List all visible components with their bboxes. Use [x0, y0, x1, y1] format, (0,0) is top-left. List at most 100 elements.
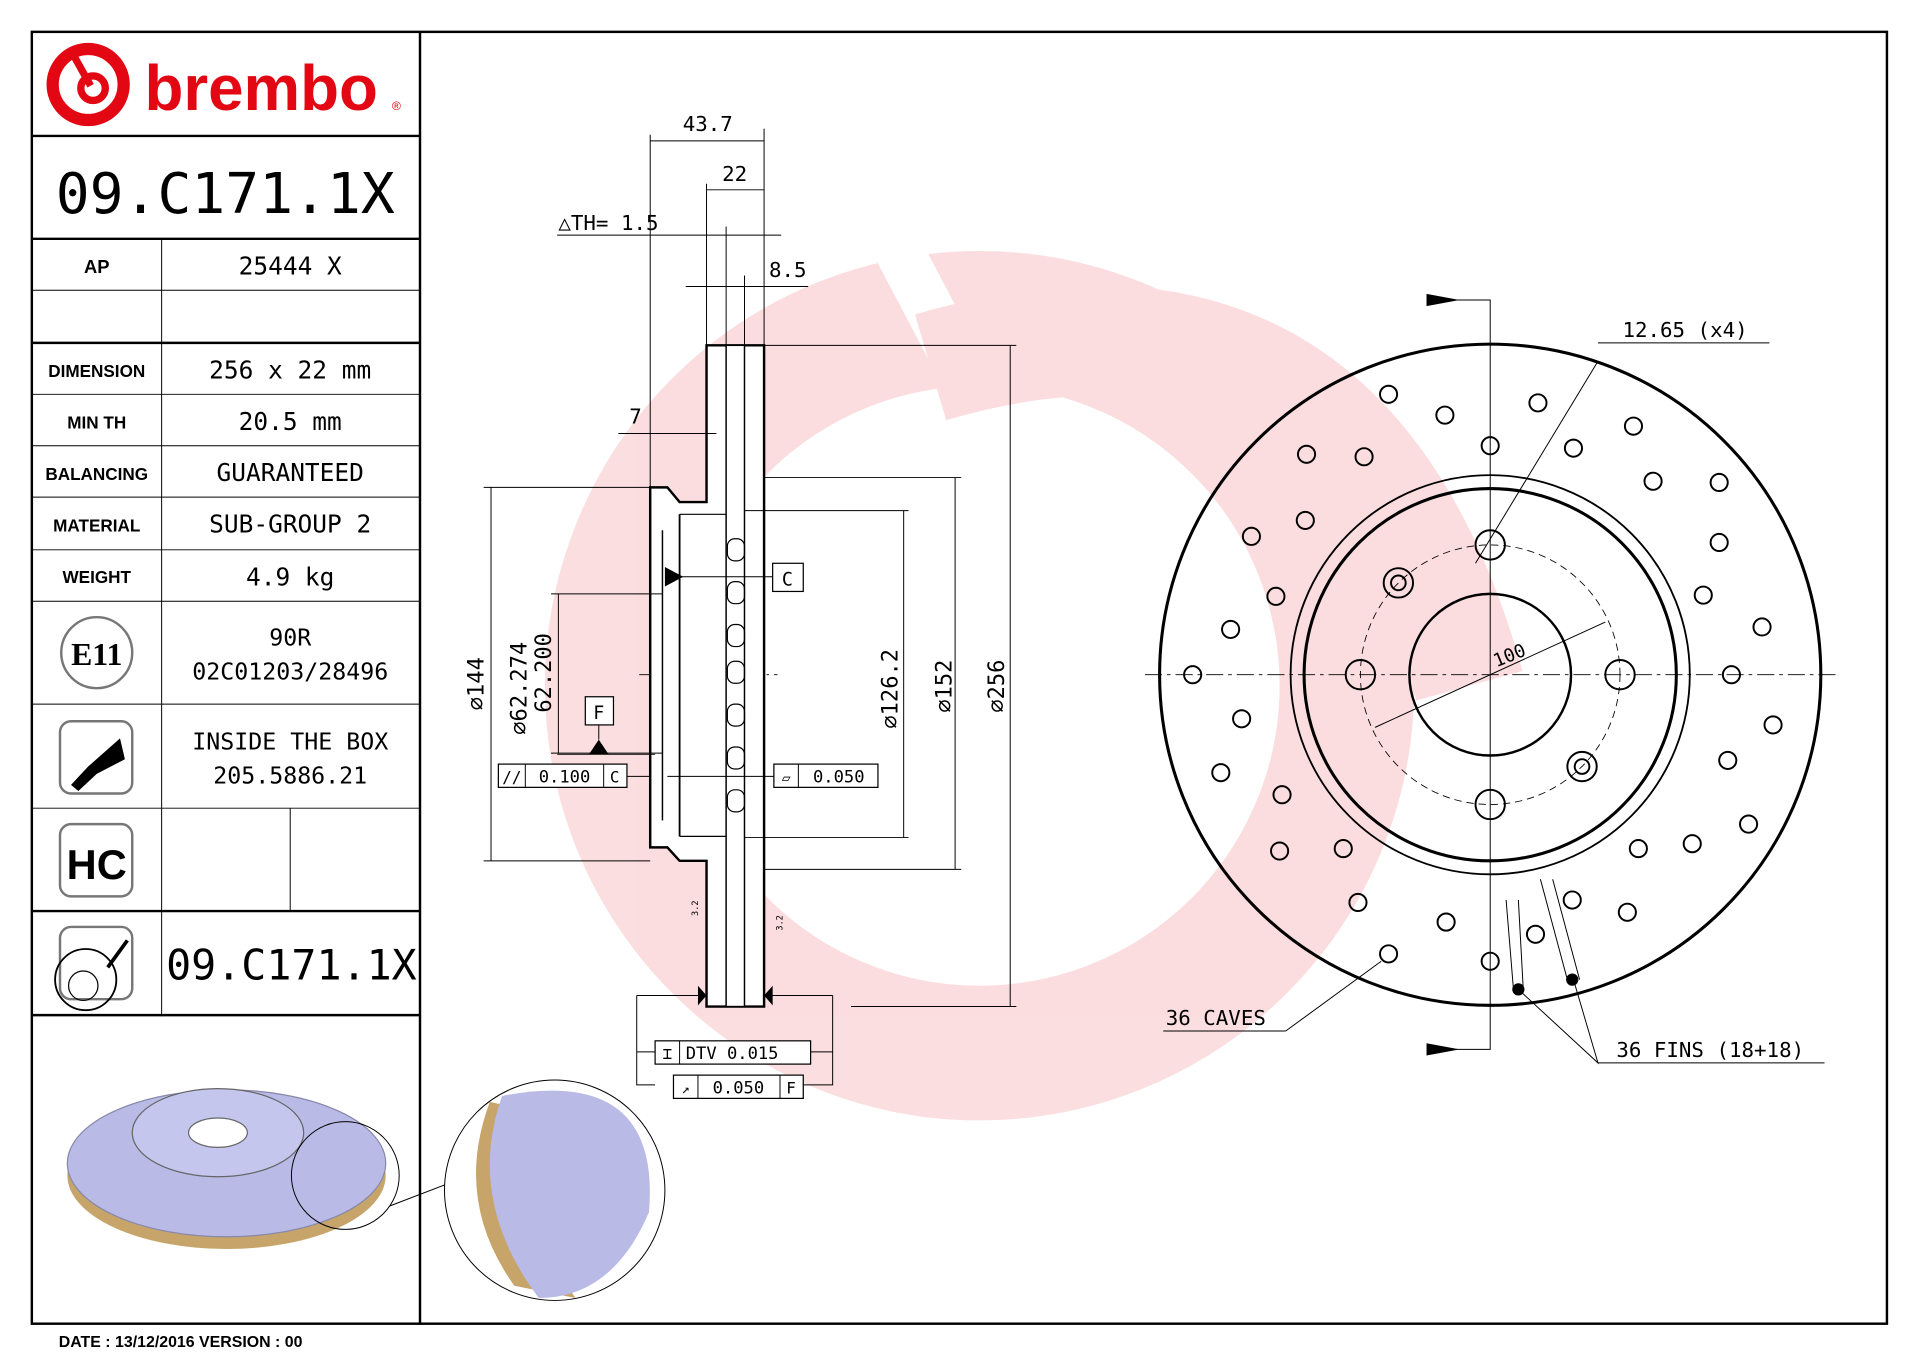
spec-row-ap: AP 25444 X	[84, 251, 342, 280]
disc-3d-render	[66, 1087, 454, 1249]
cave-hole	[1272, 785, 1292, 805]
svg-text:43.7: 43.7	[683, 112, 733, 136]
svg-text:62.200: 62.200	[532, 633, 557, 713]
svg-text:256 x 22 mm: 256 x 22 mm	[209, 355, 371, 384]
svg-text:F: F	[593, 703, 604, 724]
svg-text:0.050: 0.050	[713, 1078, 765, 1098]
svg-text:C: C	[610, 767, 620, 786]
svg-text:3.2: 3.2	[691, 900, 701, 915]
cave-hole	[1709, 532, 1729, 553]
section-view: 43.7 22 △TH= 1.5 8.5 7 ⌀144 ⌀62.274 62.2…	[465, 112, 1017, 1099]
cave-hole	[1643, 471, 1663, 491]
svg-text:INSIDE THE BOX: INSIDE THE BOX	[192, 728, 388, 755]
svg-text:F: F	[786, 1078, 796, 1097]
svg-text:△TH= 1.5: △TH= 1.5	[558, 211, 658, 235]
cave-hole	[1379, 944, 1399, 964]
cave-hole	[1211, 763, 1231, 783]
cave-hole	[1379, 384, 1399, 404]
svg-text:C: C	[782, 569, 793, 590]
cave-hole	[1435, 405, 1455, 425]
screw-icon	[58, 720, 134, 795]
svg-text:⌀152: ⌀152	[932, 660, 957, 713]
svg-text:205.5886.21: 205.5886.21	[213, 763, 367, 790]
drilled-caves	[1183, 384, 1783, 971]
svg-text:⌶: ⌶	[663, 1044, 673, 1063]
flatness-tolerance: ▱ 0.050	[667, 763, 879, 788]
svg-text:8.5: 8.5	[769, 258, 807, 282]
datum-f: F	[557, 696, 656, 755]
cave-hole	[1721, 665, 1741, 685]
svg-text:SUB-GROUP 2: SUB-GROUP 2	[209, 510, 371, 539]
cave-hole	[1480, 951, 1500, 971]
cave-hole	[1623, 416, 1644, 436]
cave-hole	[1739, 814, 1759, 834]
svg-text:WEIGHT: WEIGHT	[62, 567, 131, 587]
svg-text:⌀126.2: ⌀126.2	[879, 649, 904, 729]
cave-hole	[1221, 619, 1241, 639]
spec-row-dimension: DIMENSION 256 x 22 mm	[48, 355, 371, 384]
cave-hole	[1709, 472, 1729, 493]
spec-row-material: MATERIAL SUB-GROUP 2	[53, 510, 371, 539]
svg-text:7: 7	[629, 405, 642, 429]
bolt-holes	[1344, 529, 1636, 821]
cave-hole	[1752, 617, 1772, 637]
svg-text:20.5 mm: 20.5 mm	[239, 407, 342, 436]
svg-text:⌀62.274: ⌀62.274	[508, 642, 533, 735]
svg-text:02C01203/28496: 02C01203/28496	[192, 659, 388, 686]
parallelism-tolerance: // 0.100 C	[497, 763, 651, 788]
drawing-border	[30, 30, 1889, 1325]
cave-hole	[1562, 890, 1582, 910]
svg-text:90R: 90R	[269, 624, 311, 651]
svg-text:25444 X: 25444 X	[239, 251, 342, 280]
svg-text:GUARANTEED: GUARANTEED	[217, 458, 364, 487]
svg-text:HC: HC	[67, 841, 127, 888]
svg-text:22: 22	[722, 162, 747, 186]
svg-text:BALANCING: BALANCING	[45, 464, 148, 484]
svg-text:DTV 0.015: DTV 0.015	[686, 1044, 779, 1064]
front-view: 100 12.65 (x4) 36 CAVES 36 FINS (18+18)	[1144, 293, 1837, 1065]
svg-text:AP: AP	[84, 256, 110, 277]
cave-hole	[1296, 444, 1317, 464]
title-block: brembo ® 09.C171.1X AP 25444 X DIMENSION…	[31, 42, 666, 1301]
cave-hole	[1232, 709, 1252, 729]
footer-date: DATE : 13/12/2016 VERSION : 00	[59, 1334, 303, 1351]
e11-approval-icon: E11	[60, 615, 134, 690]
svg-text:12.65 (x4): 12.65 (x4)	[1622, 318, 1747, 342]
svg-text:⌀144: ⌀144	[465, 657, 490, 710]
cave-hole	[1333, 839, 1353, 859]
svg-text:3.2: 3.2	[775, 915, 785, 930]
cave-hole	[1295, 510, 1315, 530]
cave-hole	[1480, 436, 1500, 456]
part-number-title: 09.C171.1X	[56, 162, 395, 227]
hc-icon: HC	[58, 822, 134, 898]
cave-hole	[1348, 892, 1368, 913]
svg-text:4.9 kg: 4.9 kg	[246, 562, 334, 591]
cave-hole	[1563, 438, 1584, 458]
cave-hole	[1628, 839, 1648, 859]
cave-hole	[1763, 715, 1783, 735]
svg-text:MIN TH: MIN TH	[67, 413, 126, 433]
svg-text:36 FINS (18+18): 36 FINS (18+18)	[1616, 1038, 1804, 1062]
svg-text:36 CAVES: 36 CAVES	[1166, 1006, 1266, 1030]
cave-hole	[1183, 665, 1203, 685]
cave-hole	[1693, 585, 1713, 605]
svg-text:⌀256: ⌀256	[985, 660, 1010, 713]
datum-c: C	[664, 562, 804, 593]
cave-hole	[1436, 912, 1456, 932]
cave-hole	[1270, 841, 1290, 861]
brembo-logo: brembo ®	[46, 42, 401, 127]
svg-text:▱: ▱	[782, 769, 791, 786]
disc-detail-render	[443, 1079, 666, 1301]
spec-row-balancing: BALANCING GUARANTEED	[45, 458, 364, 487]
svg-text:E11: E11	[71, 637, 122, 672]
disc-marking-icon	[54, 925, 134, 1012]
spec-row-min-th: MIN TH 20.5 mm	[67, 407, 342, 436]
spec-row-weight: WEIGHT 4.9 kg	[62, 562, 334, 591]
cave-hole	[1525, 924, 1546, 944]
cave-hole	[1241, 526, 1261, 546]
svg-text:®: ®	[392, 99, 401, 113]
marking-part-number: 09.C171.1X	[166, 941, 417, 990]
svg-text:brembo: brembo	[144, 53, 377, 124]
svg-text:MATERIAL: MATERIAL	[53, 515, 140, 535]
